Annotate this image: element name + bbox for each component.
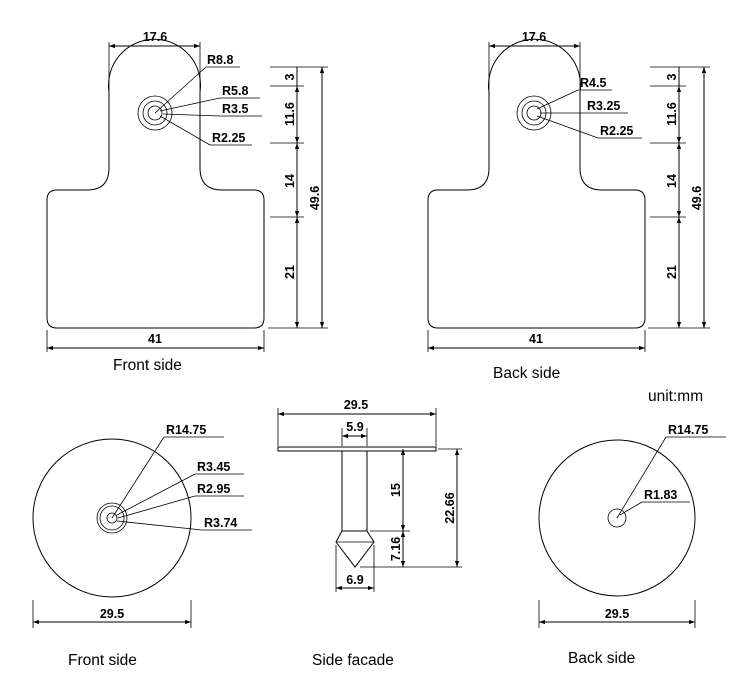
back-tag-r-inner-leader: [536, 115, 599, 139]
front-button-view: R14.75 R3.45 R2.95 R3.74 29.5: [32, 423, 252, 628]
back-button-view: R14.75 R1.83 29.5: [538, 423, 726, 628]
front-button-r-b-label: R2.95: [197, 482, 230, 496]
front-tag-top-width-label: 17.6: [143, 30, 167, 44]
front-button-ring-a: [96, 502, 128, 534]
back-tag-top-label: 3: [665, 73, 679, 80]
front-button-r-outer-label: R14.75: [166, 423, 206, 437]
side-facade-flange: [277, 446, 437, 452]
front-button-caption: Front side: [68, 652, 137, 669]
back-button-r-hole-label: R1.83: [644, 488, 677, 502]
front-tag-hole: [147, 105, 163, 121]
front-button-ring-b: [99, 505, 125, 531]
back-tag-shoulder-label: 14: [665, 174, 679, 188]
front-button-r-a-leader: [116, 473, 196, 516]
back-tag-total-label: 49.6: [690, 186, 704, 210]
side-facade-stem-height-label: 15: [389, 483, 403, 497]
front-tag-r-hole-label: R3.5: [222, 102, 248, 116]
front-button-width-label: 29.5: [100, 607, 124, 621]
front-button-r-c-leader: [116, 520, 203, 531]
side-facade-stem: [341, 450, 368, 532]
front-button-r-c-label: R3.74: [204, 516, 237, 530]
front-tag-ring-mid: [142, 100, 168, 126]
front-tag-r-hole-leader: [162, 113, 221, 117]
back-tag-r-outer-label: R4.5: [580, 76, 606, 90]
side-facade-stem-width-label: 5.9: [346, 420, 363, 434]
side-facade-caption: Side facade: [312, 652, 394, 669]
back-tag-r-outer-leader: [536, 89, 579, 110]
side-facade-tip: [335, 530, 375, 568]
front-button-r-a-label: R3.45: [197, 460, 230, 474]
front-tag-r-ring-label: R5.8: [222, 84, 248, 98]
side-facade-view: 29.5 5.9 15 7.16 22.66 6.9: [277, 398, 462, 592]
side-facade-tip-height-label: 7.16: [389, 537, 403, 561]
front-tag-top-label: 3: [283, 73, 297, 80]
back-tag-caption: Back side: [493, 365, 561, 382]
front-tag-shoulder-label: 14: [283, 174, 297, 188]
back-tag-outline: [427, 38, 646, 329]
front-tag-r-outer-leader: [154, 66, 207, 114]
back-button-r-outer-leader: [616, 436, 667, 519]
back-button-width-label: 29.5: [605, 607, 629, 621]
unit-label: unit:mm: [648, 388, 704, 405]
front-tag-caption: Front side: [113, 357, 182, 374]
back-tag-top-width-label: 17.6: [522, 30, 546, 44]
front-tag-total-label: 49.6: [308, 186, 322, 210]
front-tag-ring-outer: [137, 95, 173, 131]
back-tag-r-inner-label: R2.25: [600, 124, 633, 138]
front-tag-bottom-width-label: 41: [148, 332, 162, 346]
side-facade-total-height-label: 22.66: [443, 492, 457, 523]
front-tag-neck-label: 11.6: [283, 102, 297, 126]
front-tag-r-ring-leader: [159, 97, 221, 112]
front-tag-r-inner-leader: [159, 115, 211, 146]
front-tag-outline: [46, 38, 265, 329]
back-button-r-outer-label: R14.75: [668, 423, 708, 437]
front-tag-r-inner-label: R2.25: [212, 131, 245, 145]
back-button-caption: Back side: [568, 650, 636, 667]
front-button-hole: [106, 512, 118, 524]
side-facade-tip-width-label: 6.9: [346, 573, 363, 587]
front-button-r-b-leader: [117, 495, 196, 519]
back-tag-body-label: 21: [665, 265, 679, 279]
front-button-r-outer-leader: [111, 436, 165, 519]
back-button-hole: [607, 508, 627, 528]
side-facade-width-label: 29.5: [344, 398, 368, 412]
back-tag-neck-label: 11.6: [665, 102, 679, 126]
back-tag-bottom-width-label: 41: [529, 332, 543, 346]
back-button-r-hole-leader: [619, 501, 643, 516]
front-tag-body-label: 21: [283, 265, 297, 279]
front-tag-view: 17.6 R8.8 R5.8 R3.5 R2.25 3 11.6 14 21 4…: [46, 30, 328, 352]
back-tag-view: 17.6 R4.5 R3.25 R2.25 3 11.6 14 21 49.6 …: [427, 30, 710, 352]
back-tag-r-mid-label: R3.25: [587, 99, 620, 113]
front-tag-r-outer-label: R8.8: [207, 53, 233, 67]
